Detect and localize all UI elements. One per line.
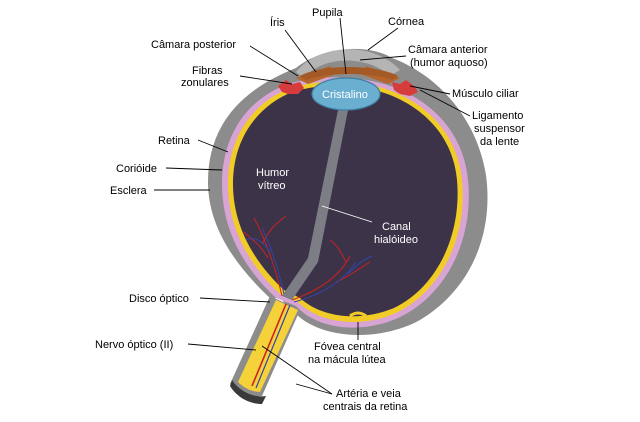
vitreous-body bbox=[233, 85, 458, 317]
label-iris: Íris bbox=[270, 16, 285, 29]
optic-nerve bbox=[230, 296, 300, 404]
lens bbox=[311, 77, 381, 111]
label-camara-anterior-2: (humor aquoso) bbox=[410, 57, 488, 69]
label-arteria-1: Artéria e veia bbox=[336, 388, 402, 400]
cornea bbox=[296, 49, 400, 78]
fovea bbox=[349, 311, 367, 318]
labels: Íris Pupila Córnea Câmara posterior Câma… bbox=[95, 7, 525, 413]
label-coroide: Corióide bbox=[116, 163, 157, 175]
label-humor-1: Humor bbox=[256, 167, 289, 179]
label-camara-posterior: Câmara posterior bbox=[151, 39, 236, 51]
eyeball bbox=[208, 48, 488, 335]
ciliary-muscle-right bbox=[392, 80, 418, 96]
label-esclera: Esclera bbox=[110, 185, 148, 197]
label-canal-1: Canal bbox=[382, 221, 411, 233]
label-ligamento-2: suspensor bbox=[474, 123, 525, 135]
label-fibras-1: Fibras bbox=[192, 65, 223, 77]
retinal-vessels bbox=[243, 215, 373, 303]
central-vein bbox=[255, 304, 291, 389]
label-cristalino: Cristalino bbox=[322, 89, 368, 101]
label-disco-optico: Disco óptico bbox=[129, 293, 189, 305]
label-arteria-2: centrais da retina bbox=[323, 401, 408, 413]
label-ligamento-1: Ligamento bbox=[472, 110, 523, 122]
label-fovea-1: Fóvea central bbox=[314, 341, 381, 353]
label-musculo-ciliar: Músculo ciliar bbox=[452, 88, 519, 100]
label-humor-2: vítreo bbox=[258, 180, 286, 192]
label-ligamento-3: da lente bbox=[480, 136, 519, 148]
label-camara-anterior-1: Câmara anterior bbox=[408, 44, 488, 56]
leader-lines bbox=[154, 17, 471, 395]
label-fovea-2: na mácula lútea bbox=[308, 354, 387, 366]
central-artery bbox=[251, 303, 287, 387]
label-fibras-2: zonulares bbox=[181, 77, 229, 89]
label-canal-2: hialóideo bbox=[374, 234, 418, 246]
label-pupila: Pupila bbox=[312, 7, 343, 19]
label-retina: Retina bbox=[158, 135, 191, 147]
hyaloid-canal bbox=[282, 110, 348, 300]
label-nervo-optico: Nervo óptico (II) bbox=[95, 339, 173, 351]
label-cornea: Córnea bbox=[388, 16, 425, 28]
ciliary-muscle-left bbox=[278, 80, 304, 94]
iris-top bbox=[300, 67, 398, 80]
